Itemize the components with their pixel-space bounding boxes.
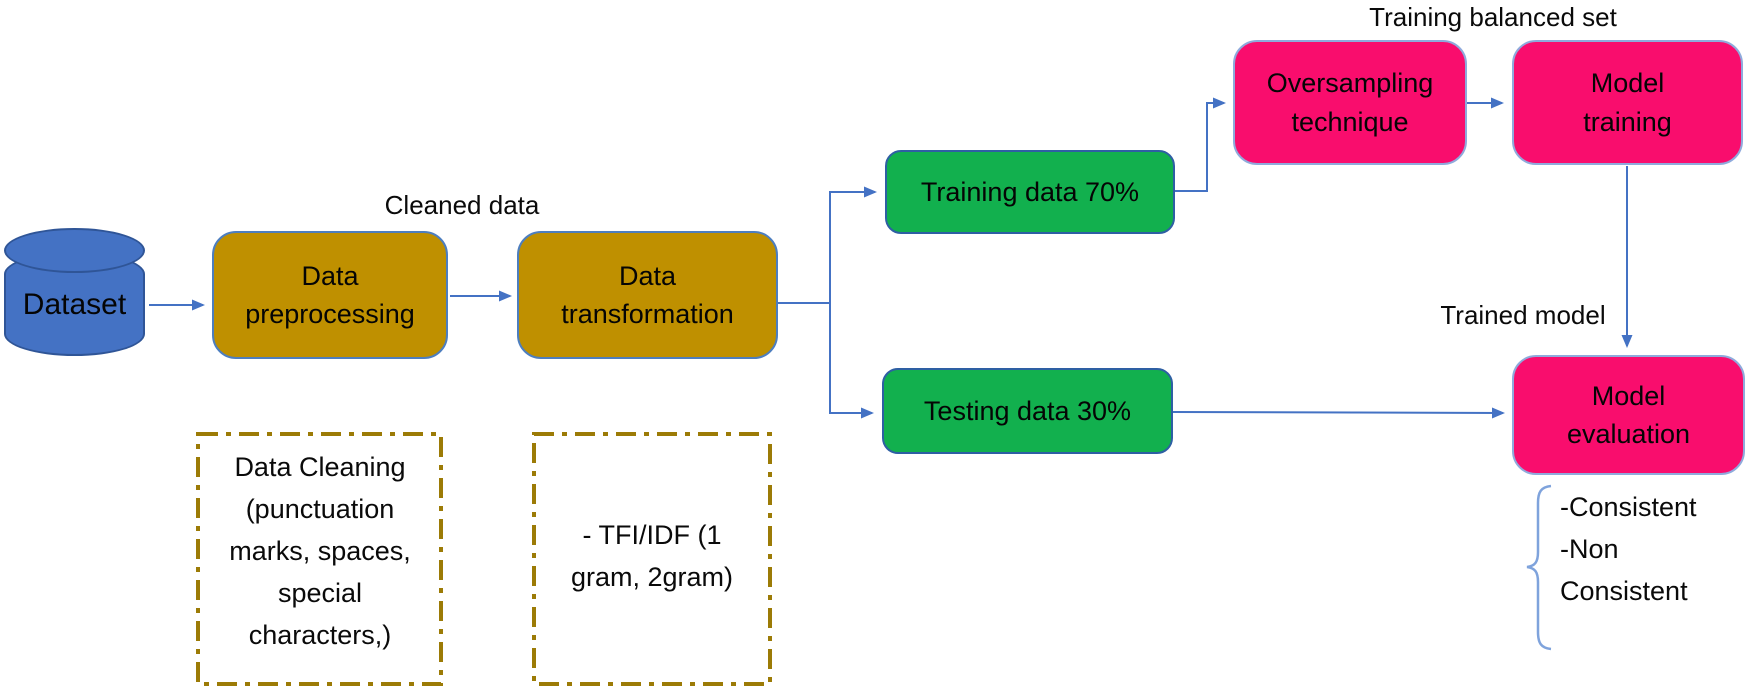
note-tfidf: - TFI/IDF (1 gram, 2gram) [570, 520, 734, 592]
note-data-cleaning: Data Cleaning (punctuation marks, spaces… [229, 452, 411, 650]
node-testing-data: Testing data 30% [882, 368, 1173, 454]
label-training-balanced-set: Training balanced set [1369, 2, 1617, 32]
label-cleaned-data: Cleaned data [384, 190, 540, 220]
label-evaluation-outputs: -Consistent -Non Consistent [1560, 492, 1697, 606]
arrow-testing-data-to-model-evaluation [1172, 407, 1505, 419]
note-border-data-cleaning [196, 432, 443, 686]
node-oversampling-technique: Oversampling technique [1233, 40, 1467, 165]
node-dataset: Dataset [22, 288, 127, 321]
node-model-training: Model training [1512, 40, 1743, 165]
arrow-transformation-to-testing-data [829, 303, 874, 419]
label-trained-model: Trained model [1440, 300, 1606, 330]
node-data-transformation: Data transformation [517, 231, 778, 359]
arrow-transformation-to-training-data [778, 186, 877, 304]
node-model-evaluation: Model evaluation [1512, 355, 1745, 475]
node-data-preprocessing: Data preprocessing [212, 231, 448, 359]
dataset-cylinder-top-icon [4, 228, 145, 273]
node-training-data: Training data 70% [885, 150, 1175, 234]
output-brace [1526, 484, 1552, 651]
arrow-training-data-to-oversampling [1175, 97, 1226, 192]
note-border-tfidf [532, 432, 772, 686]
